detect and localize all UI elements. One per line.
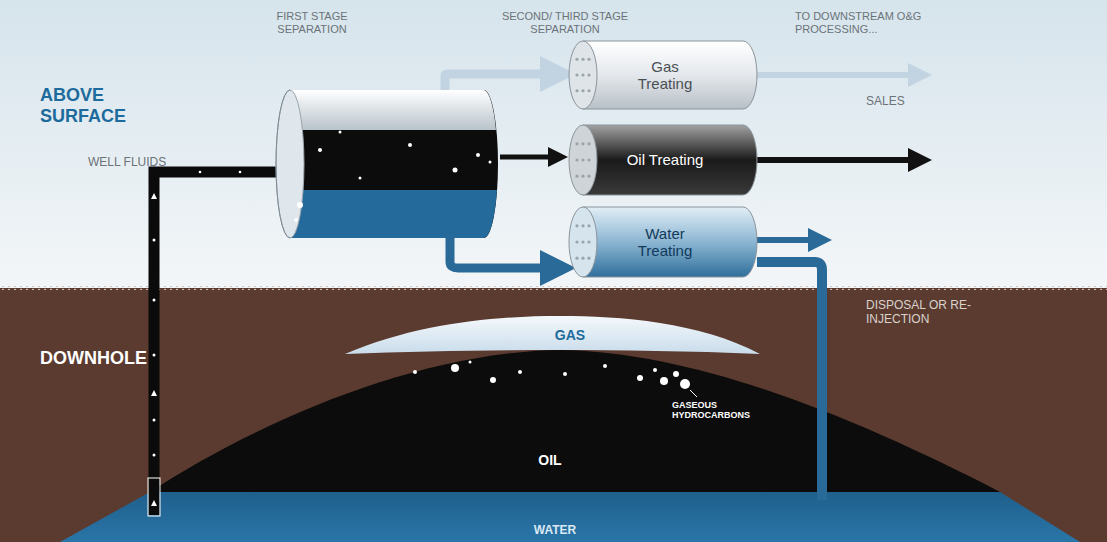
- stage-heading: SECOND/ THIRD STAGE SEPARATION: [490, 10, 640, 35]
- node-label: Oil Treating: [625, 151, 705, 168]
- stage-heading: TO DOWNSTREAM O&G PROCESSING...: [795, 10, 955, 35]
- node-label: Water Treating: [625, 225, 705, 260]
- layer-label: OIL: [520, 452, 580, 468]
- outlet-label: DISPOSAL OR RE-INJECTION: [866, 299, 986, 327]
- water-treater: Water Treating: [568, 206, 758, 278]
- oil-treater: Oil Treating: [568, 124, 758, 196]
- stage-heading: FIRST STAGE SEPARATION: [262, 10, 362, 35]
- zone-title: DOWNHOLE: [40, 348, 180, 369]
- node-label: Gas Treating: [625, 58, 705, 93]
- outlet-label: SALES: [866, 95, 946, 109]
- gas-treater: Gas Treating: [568, 40, 758, 110]
- flow-label: WELL FLUIDS: [88, 156, 208, 170]
- layer-label: WATER: [515, 524, 595, 538]
- layer-label: GAS: [540, 327, 600, 343]
- callout-label: GASEOUS HYDROCARBONS: [672, 400, 772, 421]
- zone-title: ABOVE SURFACE: [40, 85, 170, 126]
